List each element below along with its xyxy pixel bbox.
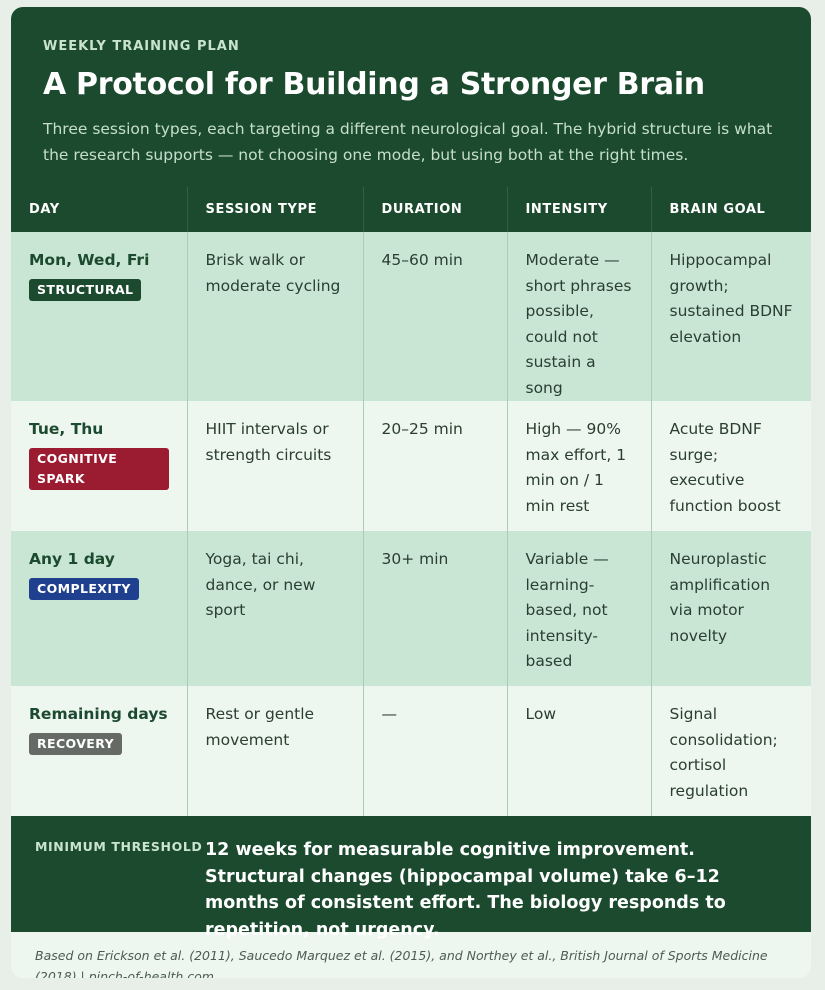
session-cell: HIIT intervals or strength circuits (186, 401, 363, 531)
day-cell: Tue, Thu COGNITIVE SPARK (11, 401, 187, 531)
goal-cell: Signal consolidation; cortisol regulatio… (650, 686, 811, 816)
day-label: Any 1 day (29, 550, 115, 568)
column-header-intensity: INTENSITY (506, 187, 651, 232)
table-header-row: DAY SESSION TYPE DURATION INTENSITY BRAI… (11, 187, 811, 232)
intensity-cell: Variable — learning-based, not intensity… (506, 531, 651, 686)
intensity-cell: Moderate — short phrases possible, could… (506, 232, 651, 401)
column-header-session-type: SESSION TYPE (186, 187, 363, 232)
table-row: Remaining days RECOVERY Rest or gentle m… (11, 686, 811, 816)
day-label: Mon, Wed, Fri (29, 251, 150, 269)
column-header-brain-goal: BRAIN GOAL (650, 187, 811, 232)
session-badge: COGNITIVE SPARK (29, 447, 169, 490)
day-cell: Any 1 day COMPLEXITY (11, 531, 187, 686)
column-header-duration: DURATION (362, 187, 507, 232)
intensity-cell: High — 90% max effort, 1 min on / 1 min … (506, 401, 651, 531)
goal-cell: Neuroplastic amplification via motor nov… (650, 531, 811, 686)
table-row: Tue, Thu COGNITIVE SPARK HIIT intervals … (11, 401, 811, 531)
duration-cell: 20–25 min (362, 401, 507, 531)
session-badge: STRUCTURAL (29, 278, 142, 301)
header: WEEKLY TRAINING PLAN A Protocol for Buil… (11, 7, 811, 187)
column-header-day: DAY (29, 202, 60, 217)
minimum-threshold-band: MINIMUM THRESHOLD 12 weeks for measurabl… (11, 816, 811, 940)
goal-cell: Hippocampal growth; sustained BDNF eleva… (650, 232, 811, 401)
duration-cell: — (362, 686, 507, 816)
session-badge: RECOVERY (29, 732, 123, 755)
training-plan-card: WEEKLY TRAINING PLAN A Protocol for Buil… (11, 7, 811, 978)
training-table: DAY SESSION TYPE DURATION INTENSITY BRAI… (11, 187, 811, 816)
duration-cell: 30+ min (362, 531, 507, 686)
day-label: Tue, Thu (29, 420, 104, 438)
page-title: A Protocol for Building a Stronger Brain (43, 67, 705, 102)
day-label: Remaining days (29, 705, 168, 723)
source-citation: Based on Erickson et al. (2011), Saucedo… (35, 948, 768, 978)
page-subtitle: Three session types, each targeting a di… (43, 120, 773, 164)
goal-cell: Acute BDNF surge; executive function boo… (650, 401, 811, 531)
session-cell: Yoga, tai chi, dance, or new sport (186, 531, 363, 686)
table-row: Mon, Wed, Fri STRUCTURAL Brisk walk or m… (11, 232, 811, 401)
table-row: Any 1 day COMPLEXITY Yoga, tai chi, danc… (11, 531, 811, 686)
session-cell: Rest or gentle movement (186, 686, 363, 816)
day-cell: Mon, Wed, Fri STRUCTURAL (11, 232, 187, 401)
threshold-text: 12 weeks for measurable cognitive improv… (205, 840, 726, 940)
eyebrow-label: WEEKLY TRAINING PLAN (43, 39, 240, 54)
day-cell: Remaining days RECOVERY (11, 686, 187, 816)
session-cell: Brisk walk or moderate cycling (186, 232, 363, 401)
threshold-label: MINIMUM THRESHOLD (35, 839, 203, 854)
session-badge: COMPLEXITY (29, 577, 139, 600)
duration-cell: 45–60 min (362, 232, 507, 401)
intensity-cell: Low (506, 686, 651, 816)
